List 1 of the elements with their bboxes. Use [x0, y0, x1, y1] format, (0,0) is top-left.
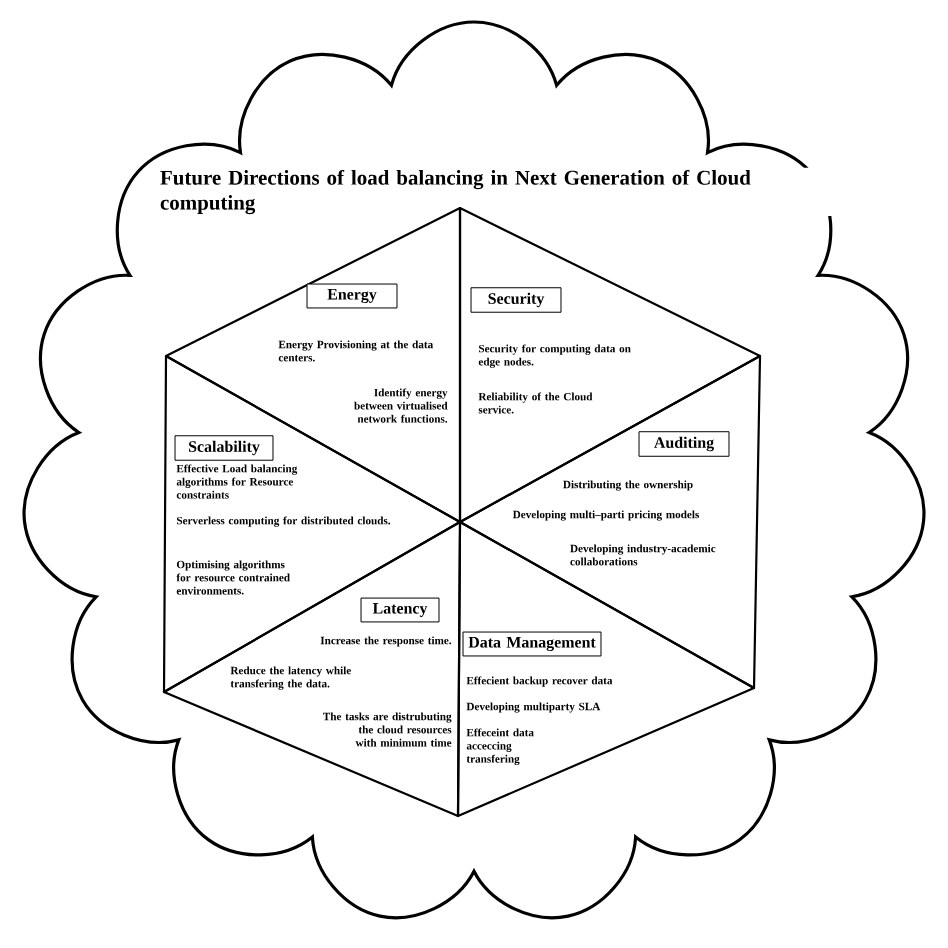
title: Future Directions of load balancing in Next Generation of Cloud computing: [158, 167, 838, 217]
